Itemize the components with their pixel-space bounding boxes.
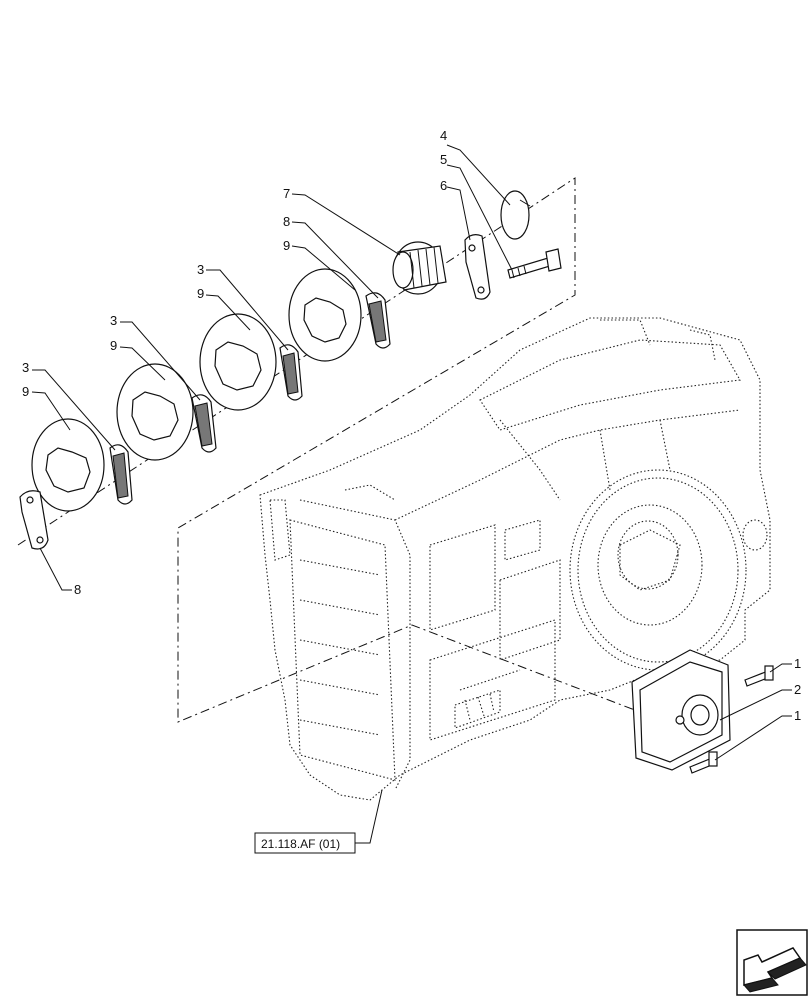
callout-1-upper: 1 <box>794 656 801 671</box>
separator-plate-3 <box>279 344 303 401</box>
next-page-arrow-icon[interactable] <box>736 929 808 996</box>
leader-lines <box>31 144 792 844</box>
cnh-embossing <box>454 689 501 729</box>
reference-label: 21.118.AF (01) <box>261 837 340 851</box>
long-bolt <box>507 248 562 279</box>
callout-4: 4 <box>440 128 447 143</box>
callout-3-a: 3 <box>197 262 204 277</box>
ring-gear <box>569 469 768 671</box>
end-plate <box>19 490 49 550</box>
callout-2: 2 <box>794 682 801 697</box>
bolt-lower <box>689 751 718 774</box>
assembly-frame <box>17 177 641 723</box>
reference-link[interactable]: 21.118.AF (01) <box>254 832 356 854</box>
callout-3-b: 3 <box>110 313 117 328</box>
gear-hub <box>392 241 447 295</box>
callout-3-c: 3 <box>22 360 29 375</box>
callout-9-d: 9 <box>22 384 29 399</box>
callout-7: 7 <box>283 186 290 201</box>
friction-disc-1 <box>31 418 105 512</box>
callout-9-c: 9 <box>110 338 117 353</box>
bracket <box>464 234 491 300</box>
separator-plate-4 <box>365 292 391 349</box>
friction-disc-4 <box>288 268 362 362</box>
bolt-upper <box>744 665 774 687</box>
pto-cover <box>631 649 731 771</box>
callout-5: 5 <box>440 152 447 167</box>
friction-disc-2 <box>116 363 194 461</box>
separator-plate-2 <box>191 394 217 453</box>
friction-disc-3 <box>199 313 277 411</box>
callout-8-bottom: 8 <box>74 582 81 597</box>
separator-plate-1 <box>109 444 133 505</box>
callout-1-lower: 1 <box>794 708 801 723</box>
snap-ring <box>500 190 531 240</box>
callout-9-b: 9 <box>197 286 204 301</box>
transmission-housing <box>259 317 771 801</box>
callout-8-top: 8 <box>283 214 290 229</box>
callout-9-a: 9 <box>283 238 290 253</box>
callout-6: 6 <box>440 178 447 193</box>
